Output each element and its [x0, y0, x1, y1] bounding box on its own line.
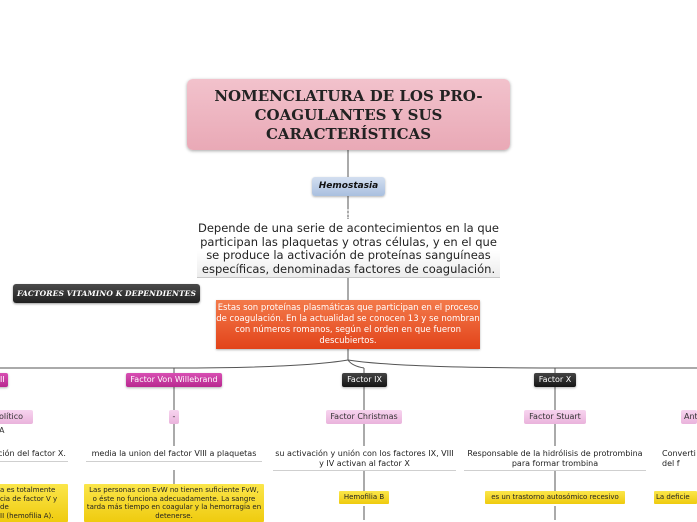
branch-desc-1[interactable]: media la union del factor VIII a plaquet… — [86, 449, 262, 462]
branch-alias-3[interactable]: Factor Stuart — [524, 410, 586, 424]
branch-desc-2[interactable]: su activación y unión con los factores I… — [273, 449, 456, 471]
branch-label-0[interactable]: II — [0, 373, 8, 387]
branch-desc-3[interactable]: Responsable de la hidrólisis de protromb… — [464, 449, 646, 471]
branch-note-0[interactable]: a es totalmente cia de factor V y de II … — [0, 484, 68, 522]
branch-note-1[interactable]: Las personas con EvW no tienen suficient… — [84, 484, 264, 522]
branch-alias-0[interactable]: olítico A — [0, 410, 33, 435]
branch-label-1[interactable]: Factor Von Willebrand — [126, 373, 222, 387]
main-title[interactable]: NOMENCLATURA DE LOS PRO- COAGULANTES Y S… — [187, 79, 510, 150]
branch-label-3[interactable]: Factor X — [534, 373, 576, 387]
branch-alias-1[interactable]: - — [169, 410, 179, 424]
orange-note[interactable]: Estas son proteínas plasmáticas que part… — [216, 300, 480, 349]
branch-desc-0[interactable]: ción del factor X. — [0, 449, 68, 462]
branch-note-4[interactable]: La deficie — [654, 491, 697, 504]
branch-label-2[interactable]: Factor IX — [342, 373, 387, 387]
branch-note-2[interactable]: Hemofilia B — [339, 491, 389, 504]
hemostasia-node[interactable]: Hemostasia — [312, 177, 385, 196]
branch-alias-2[interactable]: Factor Christmas — [326, 410, 402, 424]
vitamin-k-label[interactable]: FACTORES VITAMINO K DEPENDIENTES — [13, 284, 200, 303]
branch-alias-4[interactable]: Ant — [681, 410, 697, 424]
branch-desc-4[interactable]: Converti del f — [662, 449, 696, 468]
branch-note-3[interactable]: es un trastorno autosómico recesivo — [485, 491, 625, 504]
description-node[interactable]: Depende de una serie de acontecimientos … — [197, 219, 500, 278]
